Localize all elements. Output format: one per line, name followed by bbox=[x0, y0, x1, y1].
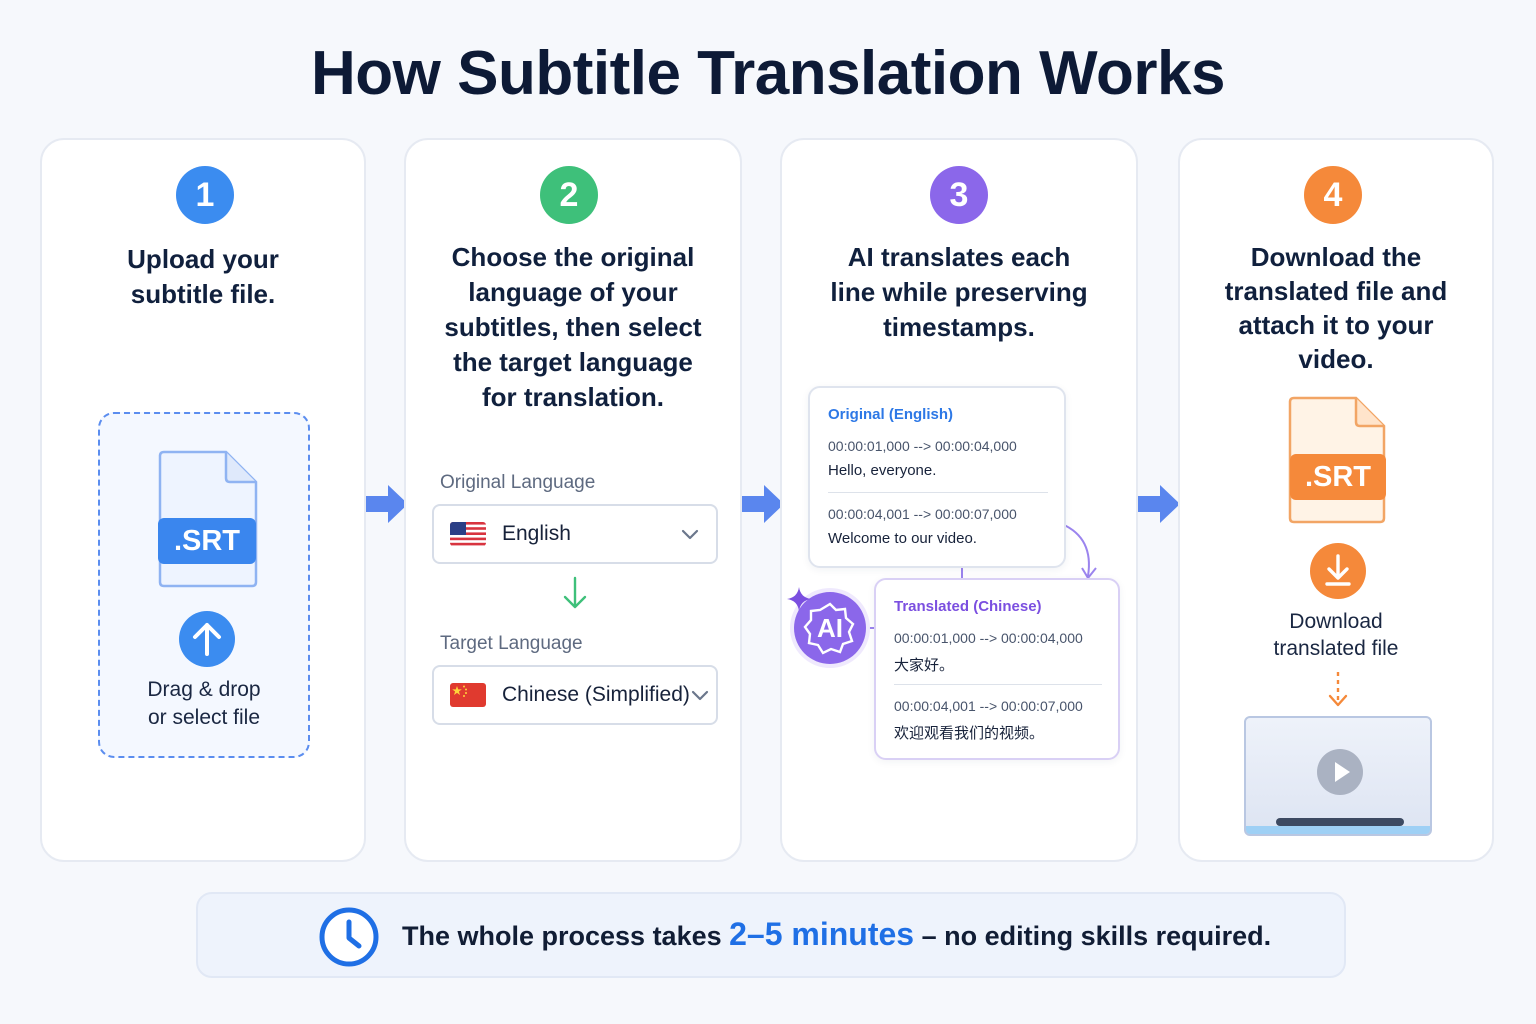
ai-badge: AI bbox=[794, 592, 866, 664]
download-icon[interactable] bbox=[1309, 542, 1367, 600]
original-subtitle-panel: Original (English) 00:00:01,000 --> 00:0… bbox=[808, 386, 1066, 568]
video-progress-bar[interactable] bbox=[1276, 818, 1404, 826]
step-4-description: Download the translated file and attach … bbox=[1180, 240, 1492, 376]
step-3-description: AI translates each line while preserving… bbox=[782, 240, 1136, 345]
flow-arrow-icon bbox=[1138, 485, 1180, 523]
ai-label: AI bbox=[817, 612, 843, 643]
arrow-down-icon bbox=[563, 576, 587, 609]
dropzone-line: or select file bbox=[147, 706, 261, 729]
video-player[interactable] bbox=[1244, 716, 1432, 836]
dropzone-instructions: Drag & drop or select file bbox=[100, 676, 308, 732]
download-caption: Download translated file bbox=[1180, 608, 1492, 662]
step-4-line: Download the bbox=[1250, 242, 1422, 272]
panel-divider bbox=[828, 492, 1048, 493]
clock-icon bbox=[319, 907, 379, 967]
dashed-arrow-down-icon bbox=[1328, 672, 1348, 707]
subtitle-timestamp: 00:00:01,000 --> 00:00:04,000 bbox=[828, 438, 1017, 454]
subtitle-text: 大家好。 bbox=[894, 656, 955, 674]
step-2-description: Choose the original language of your sub… bbox=[406, 240, 740, 415]
step-2-card: 2 Choose the original language of your s… bbox=[404, 138, 742, 862]
summary-banner: The whole process takes 2–5 minutes – no… bbox=[196, 892, 1346, 978]
step-2-number: 2 bbox=[559, 175, 579, 214]
target-language-value: Chinese (Simplified) bbox=[502, 683, 690, 706]
step-1-number: 1 bbox=[195, 175, 215, 214]
sparkle-icon bbox=[787, 587, 811, 611]
original-language-value: English bbox=[502, 522, 571, 545]
translated-panel-heading: Translated (Chinese) bbox=[894, 598, 1042, 615]
step-4-badge: 4 bbox=[1304, 166, 1362, 224]
ai-chip-icon bbox=[803, 602, 855, 655]
step-3-line: line while preserving bbox=[830, 277, 1088, 307]
step-1-card: 1 Upload your subtitle file. .SRT Drag &… bbox=[40, 138, 366, 862]
subtitle-text: Welcome to our video. bbox=[828, 530, 977, 547]
step-3-line: timestamps. bbox=[883, 312, 1035, 342]
chevron-down-icon[interactable] bbox=[690, 685, 710, 705]
translated-subtitle-panel: Translated (Chinese) 00:00:01,000 --> 00… bbox=[874, 578, 1120, 760]
subtitle-timestamp: 00:00:04,001 --> 00:00:07,000 bbox=[894, 698, 1083, 714]
step-1-badge: 1 bbox=[176, 166, 234, 224]
panel-divider bbox=[894, 684, 1102, 685]
step-4-card: 4 Download the translated file and attac… bbox=[1178, 138, 1494, 862]
us-flag-icon bbox=[450, 522, 486, 546]
step-4-number: 4 bbox=[1323, 175, 1343, 214]
step-4-line: video. bbox=[1298, 344, 1374, 374]
original-language-select[interactable]: English bbox=[432, 504, 718, 564]
target-language-select[interactable]: Chinese (Simplified) bbox=[432, 665, 718, 725]
upload-arrow-icon bbox=[179, 611, 235, 667]
page-title: How Subtitle Translation Works bbox=[311, 39, 1225, 108]
summary-text: The whole process takes 2–5 minutes – no… bbox=[402, 916, 1271, 953]
chevron-down-icon[interactable] bbox=[680, 524, 700, 544]
download-line: Download bbox=[1289, 610, 1383, 633]
subtitle-timestamp: 00:00:04,001 --> 00:00:07,000 bbox=[828, 506, 1017, 522]
play-icon[interactable] bbox=[1316, 748, 1364, 796]
step-2-line: subtitles, then select bbox=[444, 312, 702, 342]
original-panel-heading: Original (English) bbox=[828, 406, 954, 423]
step-1-description: Upload your subtitle file. bbox=[42, 242, 364, 312]
step-3-card: 3 AI translates each line while preservi… bbox=[780, 138, 1138, 862]
target-language-label: Target Language bbox=[440, 633, 583, 654]
srt-file-label: .SRT bbox=[1290, 454, 1386, 500]
summary-duration: 2–5 minutes bbox=[729, 916, 915, 952]
step-2-line: language of your bbox=[468, 277, 678, 307]
step-4-line: translated file and bbox=[1224, 276, 1448, 306]
summary-text-start: The whole process takes bbox=[402, 921, 730, 951]
step-2-badge: 2 bbox=[540, 166, 598, 224]
srt-file-label: .SRT bbox=[158, 518, 256, 564]
file-dropzone[interactable]: .SRT Drag & drop or select file bbox=[98, 412, 310, 758]
subtitle-text: Hello, everyone. bbox=[828, 462, 937, 479]
step-4-line: attach it to your bbox=[1238, 310, 1434, 340]
flow-arrow-icon bbox=[742, 485, 784, 523]
download-line: translated file bbox=[1273, 637, 1399, 660]
step-1-line: subtitle file. bbox=[130, 279, 276, 309]
dropzone-line: Drag & drop bbox=[147, 678, 261, 701]
subtitle-text: 欢迎观看我们的视频。 bbox=[894, 724, 1045, 742]
step-3-line: AI translates each bbox=[847, 242, 1071, 272]
step-3-number: 3 bbox=[949, 175, 969, 214]
step-2-line: for translation. bbox=[481, 382, 664, 412]
video-bottom-bar bbox=[1246, 826, 1430, 834]
step-2-line: the target language bbox=[453, 347, 693, 377]
step-2-line: Choose the original bbox=[451, 242, 695, 272]
china-flag-icon bbox=[450, 683, 486, 707]
subtitle-timestamp: 00:00:01,000 --> 00:00:04,000 bbox=[894, 630, 1083, 646]
step-1-line: Upload your bbox=[127, 244, 279, 274]
original-language-label: Original Language bbox=[440, 472, 596, 493]
flow-arrow-icon bbox=[366, 485, 408, 523]
step-3-badge: 3 bbox=[930, 166, 988, 224]
summary-text-end: – no editing skills required. bbox=[914, 921, 1272, 951]
